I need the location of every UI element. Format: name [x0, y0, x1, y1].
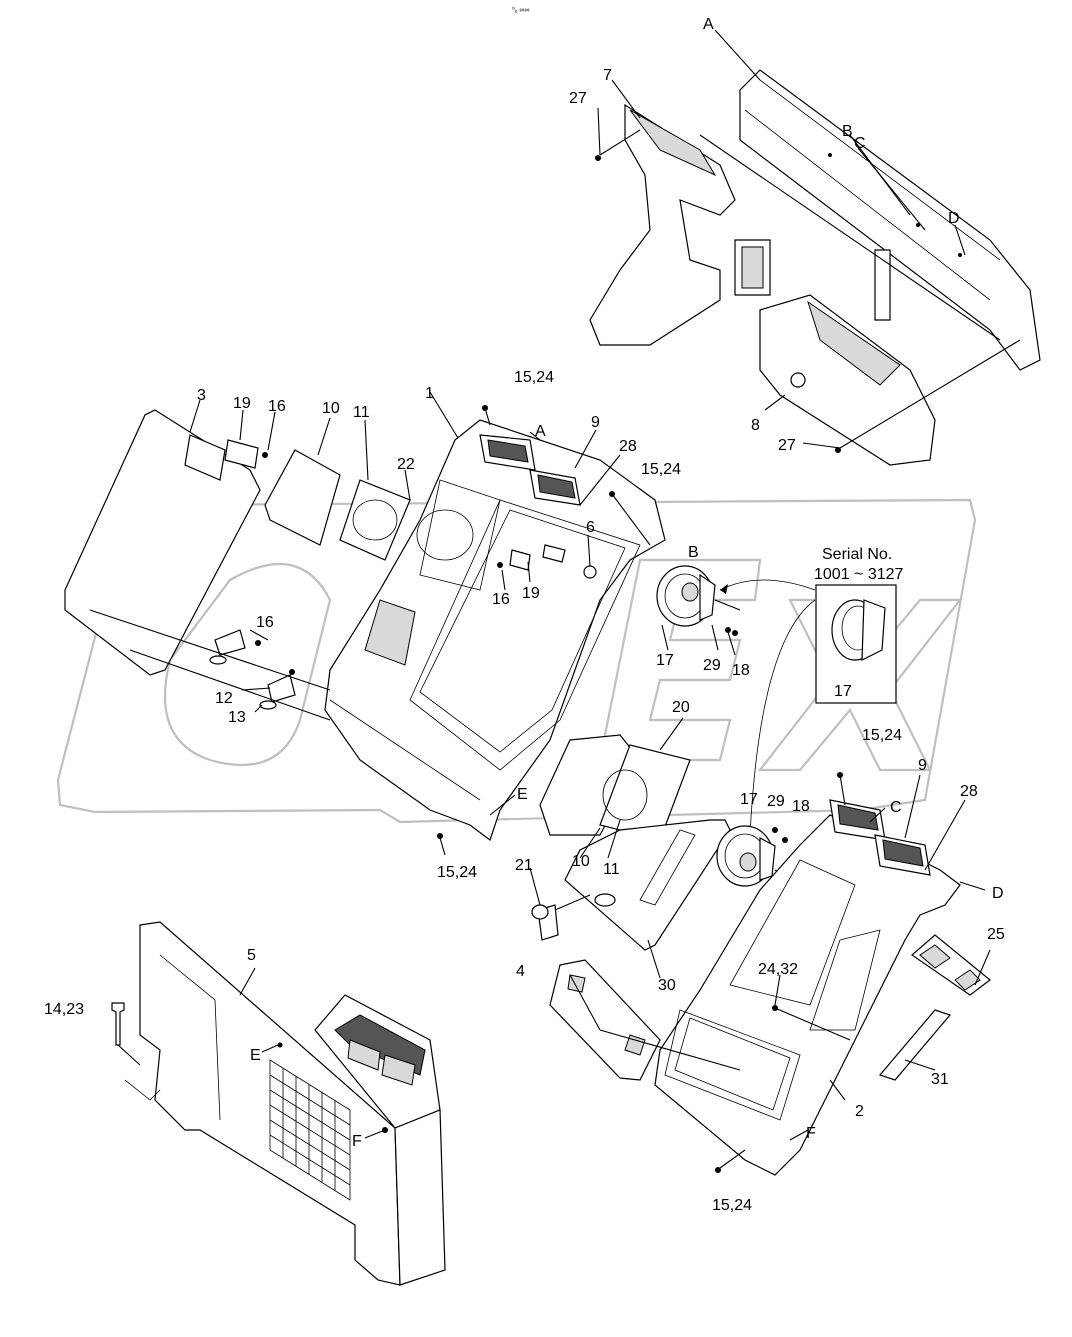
- label-B-top: B: [842, 123, 853, 140]
- label-9-top: 9: [591, 414, 600, 431]
- label-A-mid: A: [535, 423, 546, 440]
- label-10-bottom: 10: [572, 853, 590, 870]
- label-24-32: 24,32: [758, 961, 798, 978]
- label-29-bottom: 29: [767, 793, 785, 810]
- bolt-14-23: [111, 1002, 141, 1066]
- label-D-mid: D: [992, 885, 1004, 902]
- label-15-24-d: 15,24: [437, 864, 477, 881]
- label-8: 8: [751, 417, 760, 434]
- serial-title: Serial No.: [822, 546, 892, 563]
- label-30: 30: [658, 977, 676, 994]
- vent-9-top: [479, 434, 581, 506]
- label-15-24-e: 15,24: [712, 1197, 752, 1214]
- left-leaders: [89, 391, 459, 721]
- center-small-parts: [482, 405, 651, 591]
- label-17-top: 17: [656, 652, 674, 669]
- label-3: 3: [197, 387, 206, 404]
- label-7: 7: [603, 67, 612, 84]
- label-6: 6: [586, 519, 595, 536]
- speaker-mount-20: [539, 734, 731, 951]
- label-E-mid: E: [517, 786, 528, 803]
- label-F-right: F: [806, 1125, 816, 1142]
- cover-4: [549, 959, 661, 1081]
- label-5: 5: [247, 947, 256, 964]
- label-B-mid: B: [688, 544, 699, 561]
- grille-10: [264, 449, 341, 546]
- label-1: 1: [425, 385, 434, 402]
- bracket-19: [224, 439, 268, 469]
- speaker-17-bottom: [716, 825, 801, 889]
- label-15-24-c: 15,24: [862, 727, 902, 744]
- pad-25: [911, 934, 991, 996]
- label-28-bottom: 28: [960, 783, 978, 800]
- panel-2: [654, 814, 961, 1176]
- label-11-bottom: 11: [603, 861, 620, 878]
- label-10-top: 10: [322, 400, 340, 417]
- label-15-24-a: 15,24: [514, 369, 554, 386]
- serial-box: [719, 579, 897, 838]
- label-15-24-b: 15,24: [641, 461, 681, 478]
- cover-3: [64, 409, 261, 676]
- label-18-top: 18: [732, 662, 750, 679]
- label-F-low: F: [352, 1133, 362, 1150]
- label-11-top: 11: [353, 404, 370, 421]
- grid-vent: [269, 1059, 351, 1201]
- top-leaders: [595, 29, 1021, 453]
- header-mark: ⁰ₒ ∞∞: [512, 6, 529, 14]
- label-19-top: 19: [233, 395, 251, 412]
- label-27-top: 27: [569, 90, 587, 107]
- label-22: 22: [397, 456, 415, 473]
- label-31: 31: [931, 1071, 949, 1088]
- label-4: 4: [516, 963, 525, 980]
- serial-range: 1001 ~ 3127: [814, 566, 904, 583]
- roof-panel: [739, 69, 1041, 371]
- label-16-mid: 16: [492, 591, 510, 608]
- serial-part: 17: [834, 683, 852, 700]
- panel-1: [324, 419, 666, 841]
- label-12: 12: [215, 690, 233, 707]
- label-28-top: 28: [619, 438, 637, 455]
- speaker-17-top: [656, 565, 741, 656]
- label-14-23: 14,23: [44, 1001, 84, 1018]
- callout-labels: A 7 27 B C D 8 27 15,24 1 3 19 16 10 11 …: [44, 16, 1005, 1214]
- label-17-bottom: 17: [740, 791, 758, 808]
- label-2: 2: [855, 1103, 864, 1120]
- panel-5: [124, 921, 446, 1286]
- duct-7: [589, 103, 771, 346]
- right-leaders: [437, 717, 991, 1173]
- bottom-left-leaders: [239, 967, 388, 1139]
- label-9-bottom: 9: [918, 757, 927, 774]
- vent-9-bottom: [829, 799, 931, 876]
- label-C-top: C: [854, 135, 866, 152]
- label-C-mid: C: [890, 799, 902, 816]
- label-27-bottom: 27: [778, 437, 796, 454]
- label-20: 20: [672, 699, 690, 716]
- strip-31: [878, 1009, 952, 1081]
- label-18-bottom: 18: [792, 798, 810, 815]
- label-16-top: 16: [268, 398, 286, 415]
- label-E-low: E: [250, 1047, 261, 1064]
- ring-21: [531, 894, 591, 941]
- label-25: 25: [987, 926, 1005, 943]
- hinges-12-13: [209, 629, 296, 710]
- label-19-mid: 19: [522, 585, 540, 602]
- label-D-top: D: [948, 210, 960, 227]
- label-29-top: 29: [703, 657, 721, 674]
- duct-8: [759, 294, 936, 466]
- label-13: 13: [228, 709, 246, 726]
- speaker-ring-11: [339, 479, 411, 561]
- label-A-top: A: [703, 16, 714, 33]
- label-21: 21: [515, 857, 533, 874]
- label-16-left: 16: [256, 614, 274, 631]
